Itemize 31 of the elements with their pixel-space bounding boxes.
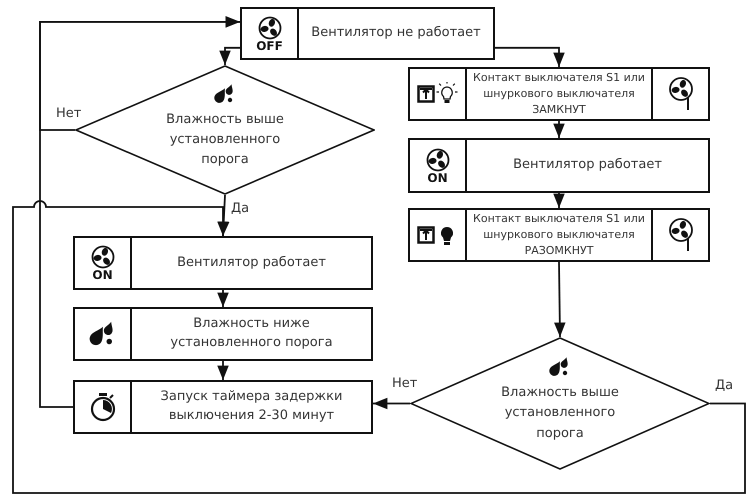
step-text: Вентилятор работает bbox=[513, 156, 662, 174]
step-text: Запуск таймера задержки выключения 2-30 минут bbox=[160, 388, 344, 425]
step-text: Контакт выключателя S1 или шнуркового выключателя ЗАМКНУТ bbox=[473, 70, 645, 118]
arrow bbox=[553, 121, 565, 138]
status-label: ON bbox=[427, 172, 448, 184]
process-box bbox=[73, 380, 373, 434]
arrow bbox=[12, 201, 746, 494]
arrow bbox=[495, 46, 565, 67]
arrow bbox=[217, 361, 229, 380]
step-text: Влажность ниже установленного порога bbox=[169, 315, 334, 352]
process-box bbox=[408, 138, 710, 193]
process-box bbox=[408, 67, 710, 121]
step-text: Вентилятор не работает bbox=[311, 24, 481, 42]
status-label: ON bbox=[92, 269, 113, 281]
process-box bbox=[408, 208, 710, 262]
step-text: Вентилятор работает bbox=[177, 254, 326, 272]
arrow bbox=[553, 193, 565, 208]
edge-label: Да bbox=[230, 201, 250, 216]
process-box bbox=[73, 307, 373, 361]
status-label: OFF bbox=[256, 40, 283, 52]
step-text: Контакт выключателя S1 или шнуркового выключателя РАЗОМКНУТ bbox=[473, 211, 645, 259]
process-box bbox=[240, 7, 495, 60]
arrow bbox=[373, 398, 410, 410]
arrow bbox=[217, 290, 229, 307]
arrow bbox=[39, 16, 240, 408]
arrow bbox=[219, 46, 240, 65]
arrow bbox=[554, 262, 566, 338]
decision-text: Влажность выше установленного порога bbox=[500, 384, 620, 443]
process-box bbox=[73, 236, 373, 290]
decision-text: Влажность выше установленного порога bbox=[165, 110, 285, 170]
edge-label: Да bbox=[714, 378, 734, 393]
